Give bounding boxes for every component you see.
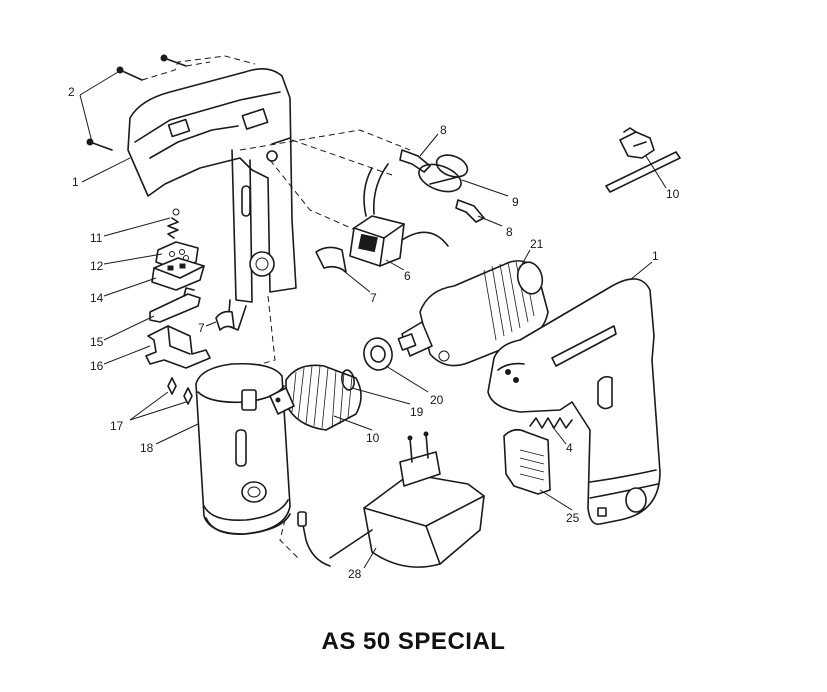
callout-10-key: 10 bbox=[666, 187, 680, 201]
washer-part-19 bbox=[341, 369, 355, 391]
contact-clip-part-8-upper bbox=[399, 149, 431, 173]
callout-11: 11 bbox=[90, 231, 103, 245]
callout-21: 21 bbox=[530, 237, 544, 251]
callout-6: 6 bbox=[404, 269, 411, 283]
motor-gearbox-part-21 bbox=[397, 260, 549, 367]
leader-lines bbox=[79, 71, 667, 569]
ring-part-20 bbox=[363, 337, 393, 371]
callout-16: 16 bbox=[90, 359, 104, 373]
charger-cable bbox=[297, 511, 331, 567]
switch-part-6 bbox=[349, 163, 449, 267]
callout-7-centre: 7 bbox=[370, 291, 377, 305]
callout-9: 9 bbox=[512, 195, 519, 209]
spring-part-11 bbox=[167, 208, 180, 239]
screws-part-17 bbox=[167, 377, 193, 405]
page-title: AS 50 SPECIAL bbox=[321, 628, 506, 655]
callout-10-chuck: 10 bbox=[366, 431, 380, 445]
callout-15: 15 bbox=[90, 335, 104, 349]
callout-8-lower: 8 bbox=[506, 225, 513, 239]
housing-right-part-1 bbox=[487, 278, 661, 525]
contact-clip-part-8-lower bbox=[455, 199, 485, 223]
callout-17: 17 bbox=[110, 419, 124, 433]
bracket-part-16 bbox=[145, 325, 211, 369]
callout-2: 2 bbox=[68, 85, 75, 99]
screws-part-2 bbox=[86, 54, 256, 151]
callout-7-left: 7 bbox=[198, 321, 205, 335]
callout-1-left: 1 bbox=[72, 175, 79, 189]
housing-left-part-1 bbox=[127, 68, 297, 331]
clip-part-7-left bbox=[215, 310, 235, 331]
contact-ring-part-9 bbox=[418, 154, 469, 193]
terminal-block-part-14 bbox=[151, 257, 205, 291]
callout-4: 4 bbox=[566, 441, 573, 455]
callout-1-right: 1 bbox=[652, 249, 659, 263]
spring-part-4 bbox=[529, 417, 573, 429]
callout-18: 18 bbox=[140, 441, 154, 455]
battery-pack-part-18 bbox=[195, 362, 291, 535]
switch-cover-part-25 bbox=[503, 428, 551, 495]
callout-25: 25 bbox=[566, 511, 580, 525]
callout-20: 20 bbox=[430, 393, 444, 407]
callout-19: 19 bbox=[410, 405, 424, 419]
callout-14: 14 bbox=[90, 291, 104, 305]
clip-part-7-centre bbox=[315, 246, 347, 273]
callout-labels: 2 1 11 12 14 15 16 17 18 7 8 9 8 10 21 1… bbox=[68, 85, 680, 581]
slide-part-15 bbox=[149, 287, 201, 323]
callout-8-upper: 8 bbox=[440, 123, 447, 137]
callout-12: 12 bbox=[90, 259, 104, 273]
callout-28: 28 bbox=[348, 567, 362, 581]
chuck-key-part-10 bbox=[605, 127, 681, 193]
charger-part-28 bbox=[329, 431, 485, 568]
